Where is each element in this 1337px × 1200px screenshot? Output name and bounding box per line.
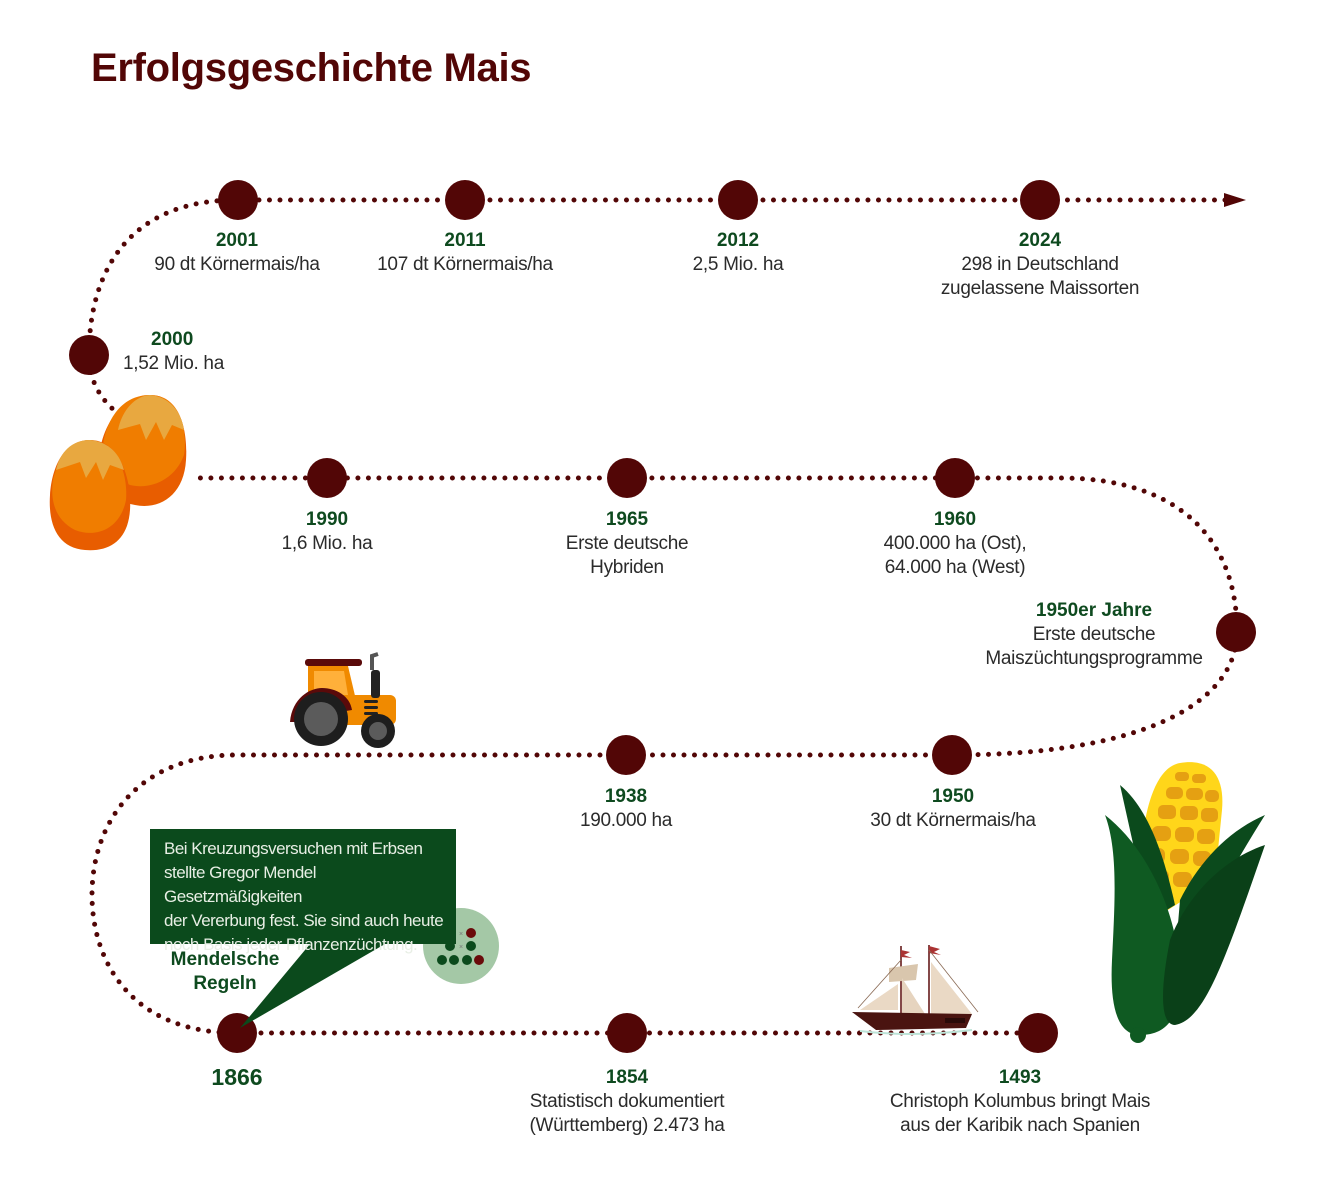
timeline-node-2011 [445,180,485,220]
event-desc: zugelassene Maissorten [940,278,1140,299]
callout-pointer [240,944,385,1028]
event-year: 1990 [305,509,349,530]
event-1960: 1960 400.000 ha (Ost), 64.000 ha (West) [884,508,1027,580]
timeline-node-2001 [218,180,258,220]
event-2012: 2012 2,5 Mio. ha [693,229,784,277]
event-year: 1866 [211,1064,263,1090]
event-desc: Christoph Kolumbus bringt Mais [889,1091,1151,1112]
event-1990: 1990 1,6 Mio. ha [282,508,373,556]
event-desc: 1,52 Mio. ha [123,353,224,374]
event-2000: 2000 1,52 Mio. ha [123,328,224,376]
event-desc: 64.000 ha (West) [884,557,1026,578]
callout-line: Bei Kreuzungsversuchen mit Erbsen [164,839,423,858]
callout-line: stellte Gregor Mendel Gesetzmäßigkeiten [164,863,317,906]
timeline-node-1938 [606,735,646,775]
event-year: 1950er Jahre [1035,600,1153,621]
event-desc: 400.000 ha (Ost), [883,533,1027,554]
event-desc: 90 dt Körnermais/ha [154,254,320,275]
event-desc: Hybriden [590,557,664,578]
event-year: 1965 [605,509,649,530]
timeline-node-2012 [718,180,758,220]
svg-text:×: × [459,931,463,938]
event-1950er: 1950er Jahre Erste deutsche Maiszüchtung… [985,599,1203,671]
timeline-node-1854 [607,1013,647,1053]
page-title: Erfolgsgeschichte Mais [91,46,532,90]
timeline-node-2000 [69,335,109,375]
event-desc: (Württemberg) 2.473 ha [529,1115,725,1136]
tractor-icon [290,652,396,748]
timeline-node-1990 [307,458,347,498]
event-desc: 190.000 ha [579,810,673,831]
event-year: 2012 [716,230,760,251]
event-1493: 1493 Christoph Kolumbus bringt Mais aus … [889,1066,1151,1138]
mendel-title: Mendelsche Regeln [171,948,280,996]
timeline-node-1965 [607,458,647,498]
timeline-node-1493 [1018,1013,1058,1053]
event-desc: Statistisch dokumentiert [529,1091,725,1112]
event-1866: 1866 [211,1065,262,1089]
event-desc: Erste deutsche [565,533,689,554]
event-1938: 1938 190.000 ha [580,785,672,833]
event-1854: 1854 Statistisch dokumentiert (Württembe… [529,1066,724,1138]
event-2011: 2011 107 dt Körnermais/ha [377,229,553,277]
corn-cob-icon [1105,762,1265,1043]
event-year: 1938 [604,786,648,807]
event-2001: 2001 90 dt Körnermais/ha [154,229,320,277]
event-year: 2011 [444,230,486,251]
event-year: 2024 [1018,230,1062,251]
sailing-ship-icon [852,945,979,1035]
event-desc: Erste deutsche [1032,624,1156,645]
event-desc: Maiszüchtungsprogramme [985,648,1203,669]
mendel-title-line: Mendelsche [170,949,280,970]
corn-kernels-icon [49,395,187,551]
timeline-node-1950 [932,735,972,775]
timeline-node-2024 [1020,180,1060,220]
event-1950: 1950 30 dt Körnermais/ha [870,785,1036,833]
event-desc: 107 dt Körnermais/ha [377,254,553,275]
event-desc: 298 in Deutschland [961,254,1119,275]
event-desc: aus der Karibik nach Spanien [900,1115,1140,1136]
event-year: 2000 [151,329,194,350]
event-1965: 1965 Erste deutsche Hybriden [566,508,689,580]
timeline-path [86,197,1240,1036]
event-desc: 30 dt Körnermais/ha [870,810,1036,831]
callout-line: der Vererbung fest. Sie sind auch heute [164,911,444,930]
timeline-node-1960 [935,458,975,498]
event-desc: 2,5 Mio. ha [692,254,784,275]
event-year: 1493 [998,1067,1042,1088]
timeline-node-1950er [1216,612,1256,652]
event-year: 2001 [215,230,259,251]
event-year: 1950 [931,786,975,807]
mendel-title-line: Regeln [193,973,257,994]
arrow-right-icon [1224,193,1246,207]
svg-text:×: × [459,944,463,951]
event-year: 1854 [605,1067,649,1088]
event-desc: 1,6 Mio. ha [281,533,373,554]
event-year: 1960 [933,509,977,530]
mendel-callout: Bei Kreuzungsversuchen mit Erbsen stellt… [150,829,456,954]
callout-line: noch Basis jeder Pflanzenzüchtung. [164,935,418,954]
event-2024: 2024 298 in Deutschland zugelassene Mais… [940,229,1140,301]
